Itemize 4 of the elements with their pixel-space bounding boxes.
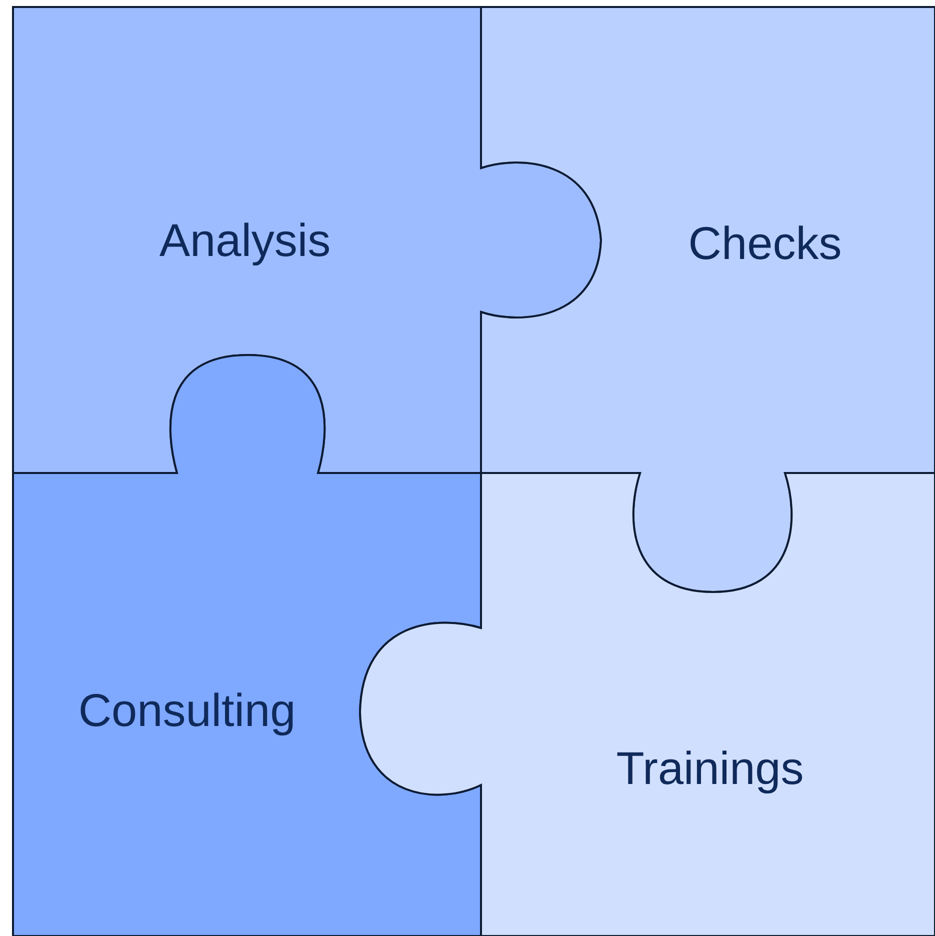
piece-label: Trainings <box>616 745 804 791</box>
piece-label: Analysis <box>159 217 331 263</box>
piece-label: Checks <box>688 220 842 266</box>
piece-label: Consulting <box>78 687 296 733</box>
